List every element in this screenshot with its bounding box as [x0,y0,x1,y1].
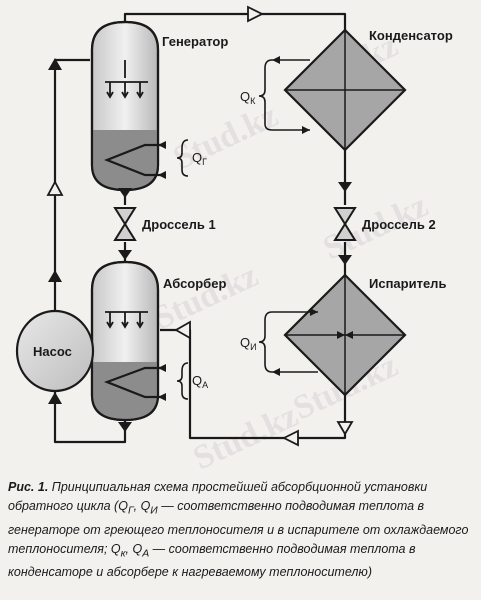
generator-label: Генератор [162,34,228,49]
evaporator-label: Испаритель [369,276,446,291]
throttle2-label: Дроссель 2 [362,217,436,232]
arrow-up-icon [48,392,62,404]
arrow-down-icon [118,422,132,432]
q-generator-label: QГ [192,150,207,167]
throttle1-valve [113,207,137,241]
arrow-up-icon [48,270,62,282]
arrow-left-icon [174,320,191,340]
condenser-diamond [283,28,407,152]
arrow-down-icon [338,182,352,192]
pipe-generator-condenser [123,12,347,30]
throttle2-valve [333,207,357,241]
arrow-down-icon [336,421,354,436]
arrow-up-icon [46,180,64,196]
arrow-down-icon [118,250,132,260]
heat-arrows-absorber [176,362,189,400]
watermark-text: Stud.kz [148,257,264,337]
absorption-cycle-diagram: Stud.kz Stud.kz Stud.kz Stud.kz Stud.kz … [15,5,453,470]
figure-caption: Рис. 1. Принципиальная схема простейшей … [8,480,469,579]
absorber-vessel [90,260,162,422]
arrow-right-icon [247,5,265,23]
q-evaporator-label: QИ [240,335,257,352]
q-absorber-label: QА [192,373,208,390]
pump [15,309,95,393]
arrow-left-icon [281,429,299,447]
arrow-down-icon [118,188,132,198]
flow-arrows [48,58,352,432]
generator-vessel [90,20,162,192]
arrow-up-icon [48,58,62,70]
throttle1-label: Дроссель 1 [142,217,216,232]
arrow-down-icon [338,255,352,265]
pump-label: Насос [33,344,72,359]
q-condenser-label: QК [240,89,256,106]
absorber-label: Абсорбер [163,276,226,291]
watermark-text: Stud.kz [168,97,284,177]
pipe-pump-generator [53,58,90,312]
watermark-text: Stud.kz [188,397,304,470]
open-arrows [46,5,354,447]
heat-arrows-generator [176,139,189,177]
condenser-label: Конденсатор [369,28,453,43]
figure-number: Рис. 1. [8,480,49,494]
